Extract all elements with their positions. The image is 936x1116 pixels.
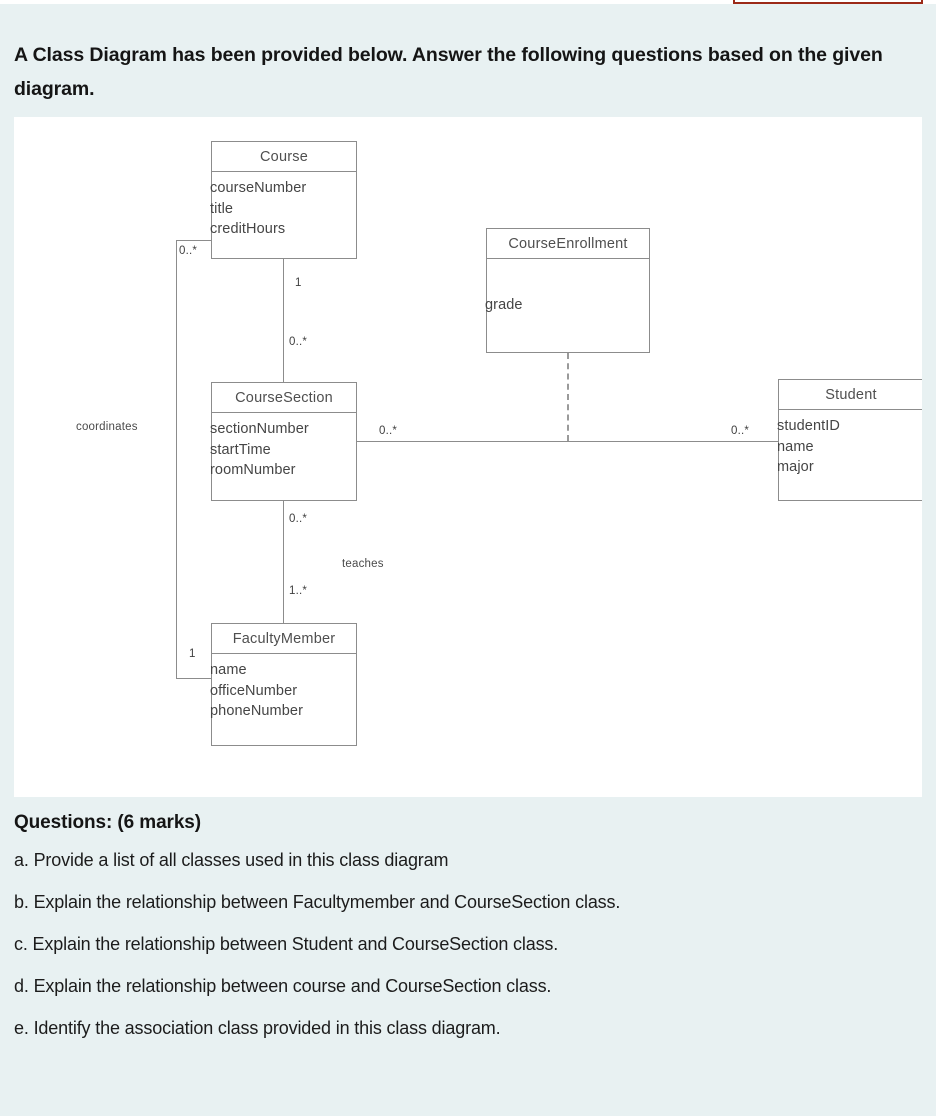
class-name-course: Course: [212, 142, 356, 172]
attribute: phoneNumber: [210, 703, 303, 719]
attribute: officeNumber: [210, 682, 298, 699]
multiplicity-section-to-faculty-bottom: 1..*: [289, 585, 308, 597]
edge-coursesection-student: [357, 441, 778, 442]
edge-courseenrollment-association: [567, 353, 569, 441]
role-coordinates: coordinates: [76, 421, 138, 433]
attribute: creditHours: [210, 221, 286, 237]
attribute: sectionNumber: [210, 421, 309, 437]
multiplicity-section-to-student-right: 0..*: [731, 425, 750, 437]
attribute: major: [777, 459, 814, 475]
class-box-student: Student studentID name major: [777, 379, 922, 501]
attribute: studentID: [777, 418, 840, 434]
class-attributes-faculty-member: name officeNumber phoneNumber: [210, 654, 356, 722]
attribute: roomNumber: [210, 462, 296, 478]
questions-heading: Questions: (6 marks): [14, 812, 201, 833]
class-box-course-section: CourseSection sectionNumber startTime ro…: [210, 382, 357, 501]
attribute: title: [210, 200, 234, 217]
class-name-course-enrollment: CourseEnrollment: [487, 229, 649, 259]
edge-coordinates-bottom-segment: [176, 678, 212, 679]
multiplicity-section-to-faculty-top: 0..*: [289, 513, 308, 525]
class-name-faculty-member: FacultyMember: [212, 624, 356, 654]
edge-course-coursesection: [283, 259, 284, 398]
edge-coursesection-facultymember: [283, 501, 284, 623]
attribute: grade: [485, 297, 523, 313]
class-box-faculty-member: FacultyMember name officeNumber phoneNum…: [210, 623, 357, 746]
class-name-course-section: CourseSection: [212, 383, 356, 413]
multiplicity-course-coordinates: 0..*: [179, 245, 198, 257]
class-name-student: Student: [779, 380, 922, 410]
multiplicity-course-to-section-bottom: 0..*: [289, 336, 308, 348]
class-box-course-enrollment: CourseEnrollment grade: [485, 228, 650, 353]
edge-coordinates-vertical: [176, 240, 177, 679]
class-attributes-student: studentID name major: [777, 410, 922, 478]
attribute: name: [210, 662, 247, 678]
multiplicity-course-to-section-top: 1: [295, 277, 302, 289]
class-attributes-course: courseNumber title creditHours: [210, 172, 356, 240]
attribute: startTime: [210, 441, 271, 458]
top-cut-off-box: [733, 0, 923, 4]
question-item-d: d. Explain the relationship between cour…: [14, 976, 552, 996]
edge-coordinates-top-segment: [176, 240, 212, 241]
class-box-course: Course courseNumber title creditHours: [210, 141, 357, 259]
question-item-a: a. Provide a list of all classes used in…: [14, 850, 449, 870]
question-item-e: e. Identify the association class provid…: [14, 1018, 501, 1038]
multiplicity-section-to-student-left: 0..*: [379, 425, 398, 437]
multiplicity-faculty-coordinates: 1: [189, 648, 196, 660]
questions-section: Questions: (6 marks) a. Provide a list o…: [14, 812, 914, 1060]
class-diagram-canvas: Course courseNumber title creditHours Co…: [14, 117, 922, 797]
class-attributes-course-enrollment: grade: [485, 259, 649, 316]
attribute: name: [777, 438, 814, 455]
attribute: courseNumber: [210, 180, 307, 196]
question-item-c: c. Explain the relationship between Stud…: [14, 934, 559, 954]
class-attributes-course-section: sectionNumber startTime roomNumber: [210, 413, 356, 481]
role-teaches: teaches: [342, 558, 384, 570]
instruction-text: A Class Diagram has been provided below.…: [14, 44, 883, 100]
question-item-b: b. Explain the relationship between Facu…: [14, 892, 621, 912]
